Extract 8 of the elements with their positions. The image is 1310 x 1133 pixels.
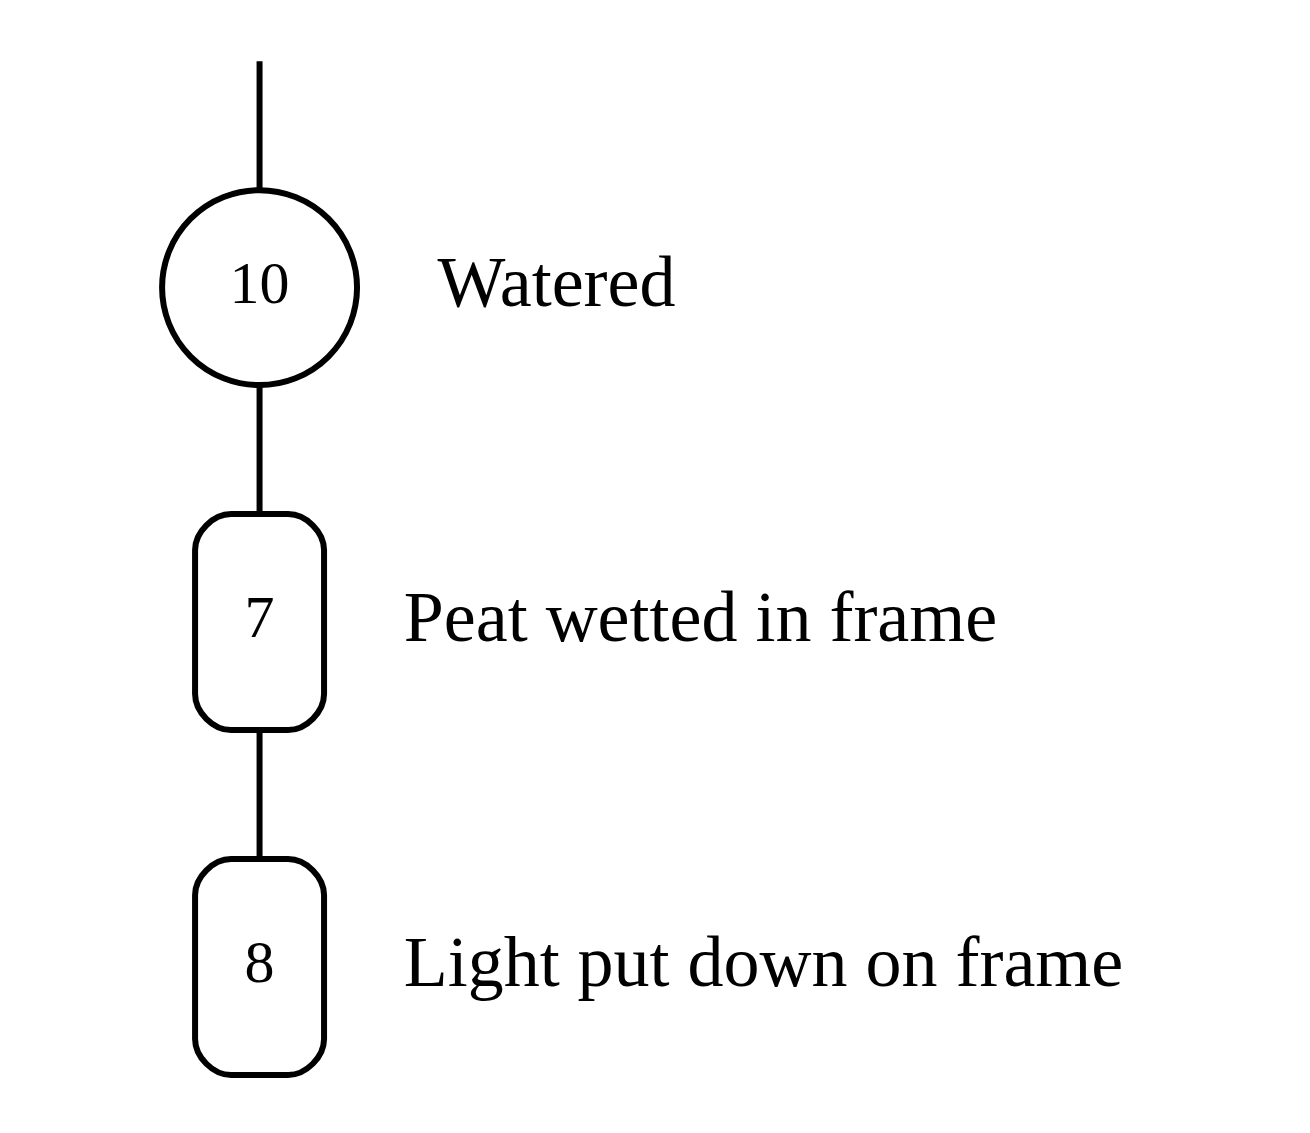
node-label: Light put down on frame: [403, 921, 1123, 1002]
node-label: Watered: [437, 241, 675, 322]
node-box: 8: [191, 855, 327, 1078]
node-label: Peat wetted in frame: [403, 576, 997, 657]
node-box: 7: [191, 510, 327, 733]
connector: [256, 385, 263, 514]
node-circle: 10: [158, 186, 360, 388]
connector: [256, 60, 263, 190]
